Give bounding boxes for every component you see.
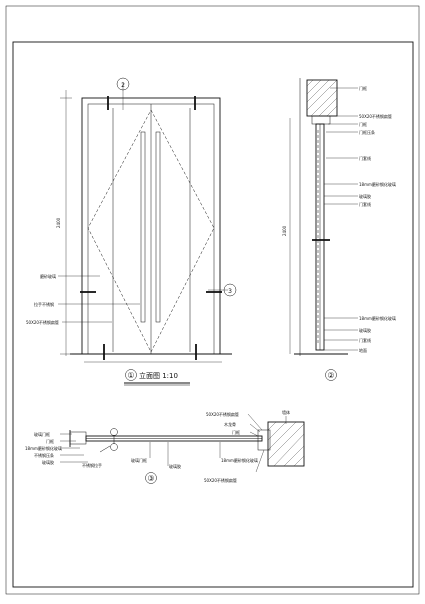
plan-left-label-1: 门框 <box>46 438 54 444</box>
plan-right-label-2: 门框 <box>232 429 240 435</box>
plan-mid-label-2: 18mm磨砂钢化玻璃 <box>221 457 258 463</box>
section-label-3: 门框压条 <box>359 129 375 135</box>
elevation-title-marker: ① <box>127 371 134 380</box>
plan-mid-label-0: 玻璃门框 <box>131 457 147 463</box>
handle-left <box>140 131 146 323</box>
outer-border <box>5 5 420 595</box>
plan-wall-label: 墙体 <box>282 409 290 415</box>
section-title-marker: ② <box>327 371 334 380</box>
section-label-2: 门框 <box>359 121 367 127</box>
section-dim-label: 2400 <box>282 225 287 236</box>
section-label-10: 门套线 <box>359 337 371 343</box>
section-label-8: 18mm磨砂钢化玻璃 <box>359 315 396 321</box>
elevation-title-circle <box>125 369 137 381</box>
diamond-pattern <box>87 109 215 353</box>
elevation-label-2: 50X20不锈钢扁管 <box>26 319 59 325</box>
plan-title-marker: ③ <box>147 474 154 483</box>
section-label-7: 门套线 <box>359 201 371 207</box>
plan-left-label-2: 18mm磨砂钢化玻璃 <box>25 445 62 451</box>
section-label-5: 18mm磨砂钢化玻璃 <box>359 181 396 187</box>
elevation-label-0: 磨砂玻璃 <box>40 273 56 279</box>
elevation-label-1: 拉手不锈钢 <box>34 301 54 307</box>
section-label-0: 门框 <box>359 85 367 91</box>
plan-handle-bottom <box>110 443 118 451</box>
plan-bottom-left-label: 不锈钢拉手 <box>82 462 102 468</box>
plan-handle-top <box>110 428 118 436</box>
section-marker-3-circle <box>223 283 237 297</box>
section-label-9: 玻璃胶 <box>359 327 371 333</box>
handle-right <box>155 131 161 323</box>
section-label-6: 玻璃胶 <box>359 193 371 199</box>
plan-wall-block <box>267 421 305 467</box>
plan-section-view: 玻璃门框 门框 18mm磨砂钢化玻璃 不锈钢压条 玻璃胶 不锈钢拉手 玻璃门框 … <box>25 409 305 484</box>
elevation-title: 立面图 1:10 <box>139 371 178 380</box>
elevation-dim-label: 2400 <box>56 217 61 228</box>
plan-title-circle <box>145 472 157 484</box>
section-title-circle <box>325 369 337 381</box>
plan-right-label-1: 木龙骨 <box>224 421 236 427</box>
section-label-11: 地面 <box>359 347 367 353</box>
plan-left-label-4: 玻璃胶 <box>42 459 54 465</box>
elevation-view: 2400 2 3 磨砂玻璃 拉手不锈钢 50X20不锈钢扁管 ① 立面图 1:1… <box>26 77 237 386</box>
plan-left-label-3: 不锈钢压条 <box>34 452 54 458</box>
inner-border <box>12 41 414 588</box>
section-marker-2-circle <box>116 77 130 91</box>
section-label-1: 50X20不锈钢扁管 <box>359 113 392 119</box>
plan-right-label-0: 50X20不锈钢扁管 <box>206 411 239 417</box>
section-marker-2-number: 2 <box>121 82 125 89</box>
plan-left-label-0: 玻璃门框 <box>34 431 50 437</box>
section-label-4: 门套线 <box>359 155 371 161</box>
section-marker-3-number: 3 <box>228 288 232 295</box>
plan-bottom-right-label: 50X20不锈钢扁管 <box>204 477 237 483</box>
plan-mid-label-1: 玻璃胶 <box>169 463 181 469</box>
side-section-view: 2400 门框 50X20不锈钢扁管 门框 门框压条 门套线 18mm磨砂钢化玻… <box>282 78 396 381</box>
